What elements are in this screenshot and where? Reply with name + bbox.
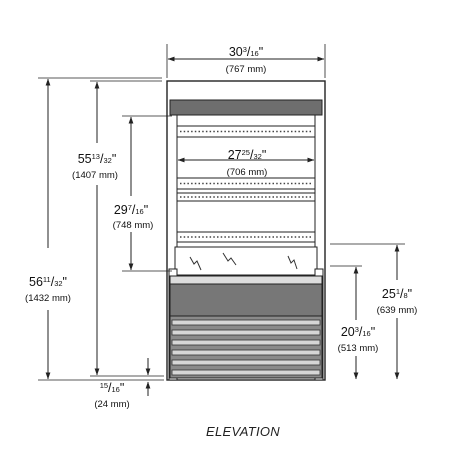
height-to-top-label: 5513/32" (1407 mm) <box>72 152 118 181</box>
svg-text:(639 mm): (639 mm) <box>377 305 418 316</box>
svg-text:203/16": 203/16" <box>341 325 375 339</box>
svg-text:5611/32": 5611/32" <box>29 275 67 289</box>
shelf <box>176 177 316 190</box>
svg-text:(767 mm): (767 mm) <box>226 64 267 75</box>
svg-text:251/8": 251/8" <box>382 287 412 301</box>
shelf <box>176 231 316 243</box>
overall-width-label: 303/16" (767 mm) <box>226 45 267 75</box>
extension-lines <box>38 44 405 381</box>
drawing-title: ELEVATION <box>206 424 280 439</box>
svg-text:(24 mm): (24 mm) <box>94 399 129 410</box>
shelf <box>176 192 316 202</box>
canopy-band <box>169 99 323 116</box>
svg-text:(706 mm): (706 mm) <box>227 167 268 178</box>
svg-text:(1432 mm): (1432 mm) <box>25 293 71 304</box>
deck <box>169 275 323 285</box>
lower-panel <box>169 283 323 317</box>
glass-reflection-marks <box>189 252 298 271</box>
svg-text:297/16": 297/16" <box>114 203 148 217</box>
overall-height-label: 5611/32" (1432 mm) <box>25 275 71 304</box>
deck-height-label: 203/16" (513 mm) <box>338 325 379 354</box>
svg-text:303/16": 303/16" <box>229 45 263 59</box>
merchandiser-cabinet <box>166 80 326 381</box>
shelf <box>176 125 316 138</box>
svg-text:(513 mm): (513 mm) <box>338 343 379 354</box>
lower-height-label: 251/8" (639 mm) <box>377 287 418 316</box>
svg-text:15/16": 15/16" <box>100 381 125 395</box>
interior-width-label: 2725/32" (706 mm) <box>227 148 268 178</box>
display-height-label: 297/16" (748 mm) <box>113 203 154 231</box>
dimension-lines <box>45 56 400 396</box>
svg-text:(1407 mm): (1407 mm) <box>72 170 118 181</box>
front-grille <box>169 315 323 379</box>
svg-text:5513/32": 5513/32" <box>78 152 117 166</box>
base-offset-label: 15/16" (24 mm) <box>94 381 129 410</box>
svg-text:(748 mm): (748 mm) <box>113 220 154 231</box>
svg-text:2725/32": 2725/32" <box>228 148 267 162</box>
